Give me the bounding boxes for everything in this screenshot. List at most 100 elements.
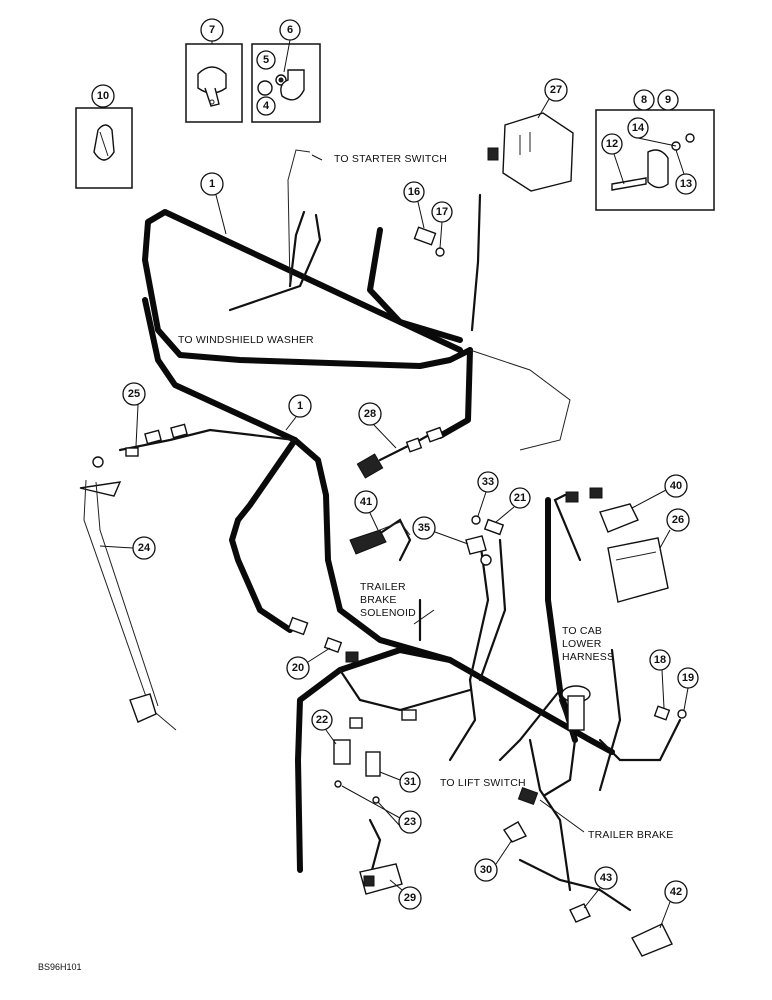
svg-text:23: 23: [404, 816, 416, 828]
callout-33: 33: [477, 471, 499, 493]
svg-text:22: 22: [316, 714, 328, 726]
svg-text:40: 40: [670, 480, 682, 492]
svg-text:28: 28: [364, 408, 376, 420]
callout-31: 31: [399, 771, 421, 793]
svg-text:6: 6: [287, 24, 293, 36]
component-35-switch: [465, 535, 492, 566]
label-to-lift-switch: TO LIFT SWITCH: [440, 777, 526, 789]
callout-6: 6: [279, 19, 301, 41]
svg-text:26: 26: [672, 514, 684, 526]
svg-text:12: 12: [606, 138, 618, 150]
component-42-43: [569, 903, 673, 957]
svg-text:24: 24: [138, 542, 151, 554]
callout-1-mid: 1: [288, 394, 312, 418]
callout-5: 5: [256, 50, 276, 70]
component-29-solenoid: [359, 863, 403, 895]
callout-35: 35: [412, 516, 436, 540]
branch-wires: [118, 149, 682, 912]
callout-30: 30: [474, 858, 498, 882]
svg-text:31: 31: [404, 776, 416, 788]
callout-19: 19: [677, 667, 699, 689]
svg-text:29: 29: [404, 892, 416, 904]
svg-text:20: 20: [292, 662, 304, 674]
component-18-19: [653, 705, 687, 721]
label-trailer: TRAILER: [360, 581, 406, 593]
inset-box-10: [75, 107, 133, 189]
callout-26: 26: [666, 508, 690, 532]
svg-text:19: 19: [682, 672, 694, 684]
component-27-module: [487, 112, 574, 192]
component-28-sensor: [356, 426, 445, 479]
svg-text:41: 41: [360, 496, 372, 508]
component-24-sender: [79, 479, 177, 731]
component-26-lamp: [607, 537, 669, 603]
svg-text:43: 43: [600, 872, 612, 884]
component-30-switch: [503, 786, 539, 843]
inset-box-7: [185, 43, 243, 123]
svg-text:17: 17: [436, 206, 448, 218]
component-40-switch: [565, 487, 639, 533]
svg-text:9: 9: [665, 94, 671, 106]
inset-box-8-9: [595, 109, 715, 211]
callout-18: 18: [649, 649, 671, 671]
callout-40: 40: [664, 474, 688, 498]
callout-12: 12: [601, 133, 623, 155]
callout-27: 27: [544, 78, 568, 102]
svg-text:30: 30: [480, 864, 492, 876]
svg-text:21: 21: [514, 492, 526, 504]
svg-text:8: 8: [641, 94, 647, 106]
svg-text:4: 4: [263, 100, 270, 112]
component-20-connector: [287, 616, 359, 663]
svg-text:5: 5: [263, 54, 269, 66]
callout-20: 20: [286, 656, 310, 680]
component-25-connectors: [92, 423, 188, 468]
callout-16: 16: [403, 181, 425, 203]
callout-1-top: 1: [200, 172, 224, 196]
callout-9: 9: [657, 89, 679, 111]
label-solenoid: SOLENOID: [360, 607, 416, 619]
svg-text:13: 13: [680, 178, 692, 190]
svg-text:42: 42: [670, 886, 682, 898]
callout-43: 43: [594, 866, 618, 890]
svg-text:16: 16: [408, 186, 420, 198]
callout-25: 25: [122, 382, 146, 406]
callout-17: 17: [431, 201, 453, 223]
component-22-31-switches: [333, 709, 417, 804]
callout-13: 13: [675, 173, 697, 195]
svg-text:1: 1: [297, 400, 303, 412]
label-lower: LOWER: [562, 638, 602, 650]
svg-text:10: 10: [97, 90, 109, 102]
callout-28: 28: [358, 402, 382, 426]
svg-text:1: 1: [209, 178, 215, 190]
callout-21: 21: [509, 487, 531, 509]
callout-14: 14: [627, 117, 649, 139]
callout-8: 8: [633, 89, 655, 111]
callout-10: 10: [91, 84, 115, 108]
component-41-switch: [349, 521, 411, 555]
label-harness: HARNESS: [562, 651, 614, 663]
callout-leaders: [99, 39, 689, 929]
callout-23: 23: [398, 810, 422, 834]
component-cab-plug: [561, 685, 591, 731]
svg-text:7: 7: [209, 24, 215, 36]
svg-text:25: 25: [128, 388, 140, 400]
label-to-starter-switch: TO STARTER SWITCH: [334, 153, 447, 165]
component-16-connector: [413, 226, 445, 257]
svg-text:27: 27: [550, 84, 562, 96]
callout-41: 41: [354, 490, 378, 514]
callout-24: 24: [132, 536, 156, 560]
svg-text:18: 18: [654, 654, 666, 666]
inset-box-4-5-6: [251, 43, 321, 123]
svg-text:14: 14: [632, 122, 645, 134]
callout-29: 29: [398, 886, 422, 910]
component-21-connector: [471, 515, 505, 536]
callout-42: 42: [664, 880, 688, 904]
callout-7: 7: [200, 18, 224, 42]
label-trailer-brake: TRAILER BRAKE: [588, 829, 673, 841]
svg-text:33: 33: [482, 476, 494, 488]
svg-text:35: 35: [418, 522, 430, 534]
label-brake: BRAKE: [360, 594, 397, 606]
callout-22: 22: [311, 709, 333, 731]
label-to-cab: TO CAB: [562, 625, 602, 637]
